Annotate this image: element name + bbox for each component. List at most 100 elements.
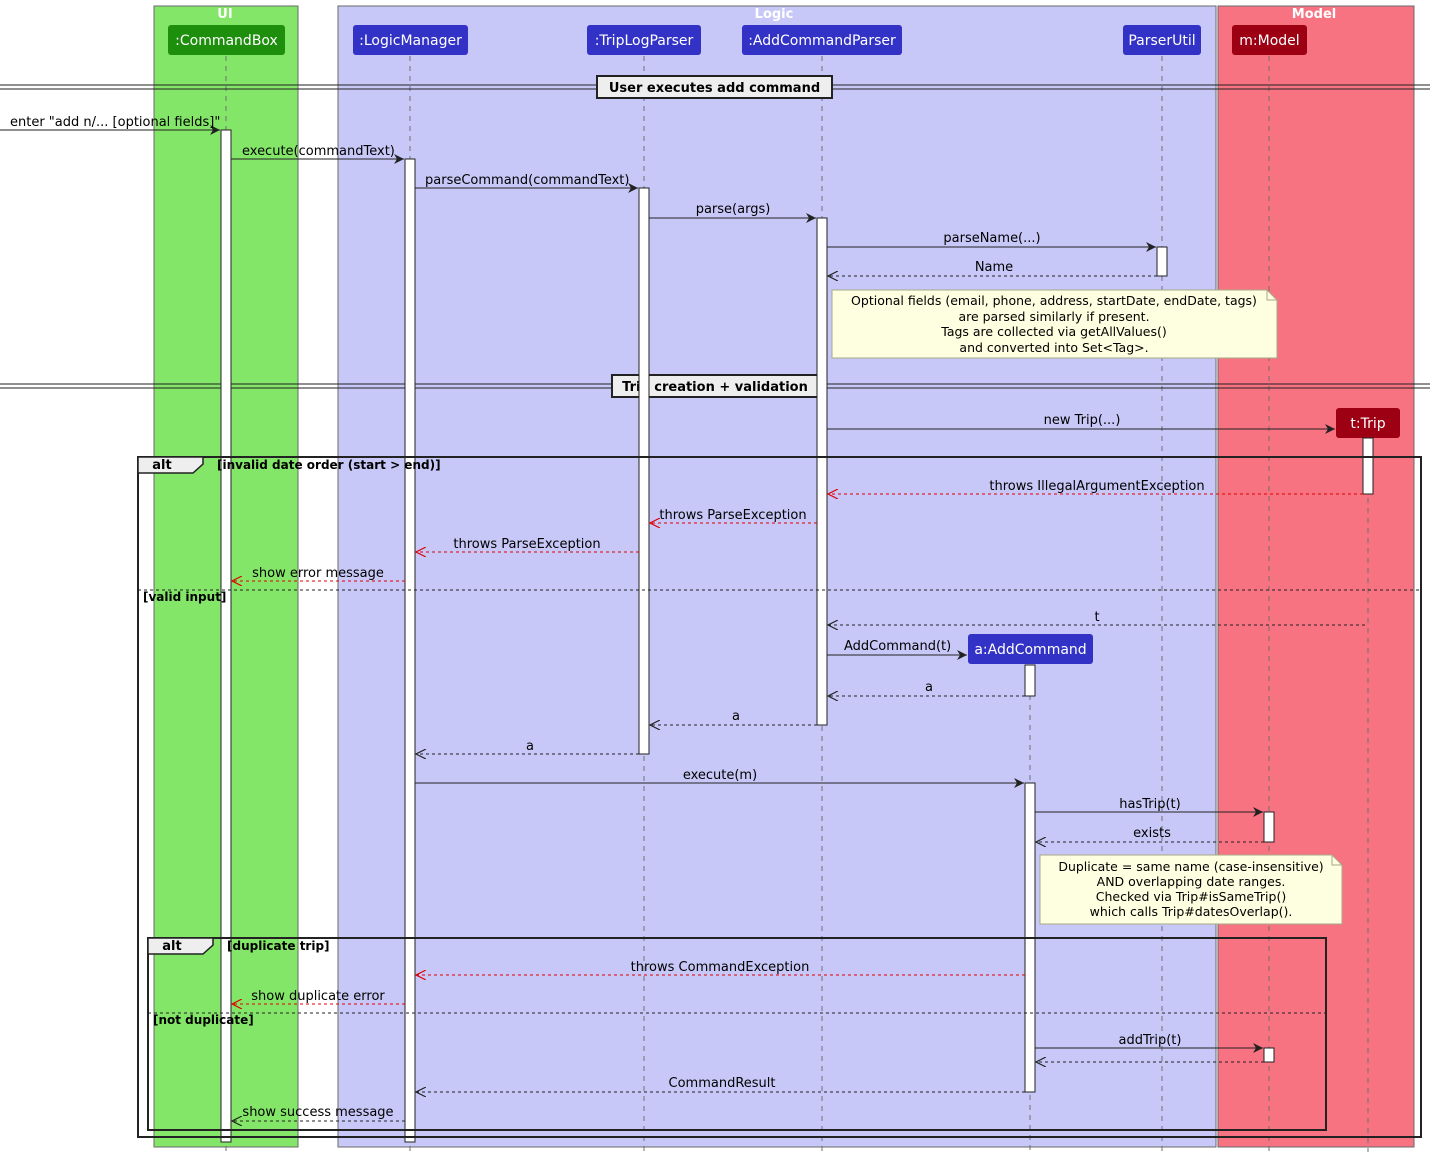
participant-addcommandparser-label: :AddCommandParser (748, 33, 896, 49)
participant-commandbox-label: :CommandBox (175, 33, 278, 49)
message-throws-command-exception-label: throws CommandException (631, 960, 810, 975)
message-addcommand-ctor: AddCommand(t) (827, 639, 967, 660)
participant-model-label: m:Model (1239, 33, 1299, 49)
message-execute-commandtext-label: execute(commandText) (242, 144, 395, 159)
message-parsecommand-label: parseCommand(commandText) (425, 173, 629, 188)
participant-parserutil: ParserUtil (1123, 25, 1201, 55)
message-t-return: t (828, 610, 1365, 625)
divider-trip-creation: Trip creation + validation (0, 374, 1430, 398)
fragment-alt-outer-guard-2: [valid input] (143, 590, 226, 604)
note-optional-fields: Optional fields (email, phone, address, … (831, 289, 1278, 359)
message-addtrip: addTrip(t) (1035, 1033, 1263, 1053)
note-optional-fields-line-4: and converted into Set<Tag>. (959, 340, 1148, 355)
note-optional-fields-line-1: Optional fields (email, phone, address, … (851, 293, 1257, 308)
message-enter-add: enter "add n/... [optional fields]" (0, 115, 220, 135)
activation-model-addtrip (1263, 1047, 1275, 1063)
activation-parserutil (1156, 246, 1168, 277)
participant-trip-label: t:Trip (1350, 416, 1385, 432)
activation-triplogparser (638, 187, 650, 755)
fragment-alt-inner-guard-2: [not duplicate] (153, 1013, 254, 1027)
message-commandresult-return: CommandResult (416, 1076, 1025, 1092)
message-a-return-2: a (650, 709, 817, 725)
activation-trip (1362, 437, 1374, 495)
participant-model: m:Model (1232, 25, 1307, 55)
message-show-error: show error message (232, 566, 405, 581)
note-duplicate-line-3: Checked via Trip#isSameTrip() (1096, 889, 1286, 904)
message-parse-args-label: parse(args) (696, 202, 771, 217)
participant-addcommandparser: :AddCommandParser (742, 25, 902, 55)
messages: enter "add n/... [optional fields]" exec… (0, 115, 1365, 1121)
message-t-return-label: t (1094, 610, 1099, 625)
activation-logicmanager (404, 158, 416, 1143)
message-hastrip-label: hasTrip(t) (1119, 797, 1180, 812)
message-commandresult-return-label: CommandResult (669, 1076, 776, 1091)
message-show-success: show success message (232, 1105, 405, 1121)
message-name-return: Name (828, 260, 1157, 276)
box-logic-title: Logic (755, 7, 794, 22)
message-show-success-label: show success message (242, 1105, 393, 1120)
divider-user-executes-label: User executes add command (609, 81, 820, 96)
message-throws-parse-1-label: throws ParseException (659, 508, 806, 523)
participant-triplogparser: :TripLogParser (587, 25, 701, 55)
message-a-return-3: a (416, 739, 639, 754)
fragment-alt-inner: alt [duplicate trip] [not duplicate] (147, 937, 1327, 1131)
divider-trip-creation-label: Trip creation + validation (622, 380, 808, 395)
activation-addcommandparser (816, 217, 828, 726)
note-duplicate-line-4: which calls Trip#datesOverlap(). (1090, 904, 1293, 919)
message-parsename-label: parseName(...) (943, 231, 1040, 246)
message-addcommand-ctor-label: AddCommand(t) (844, 639, 951, 654)
divider-user-executes: User executes add command (0, 75, 1430, 99)
message-show-error-label: show error message (252, 566, 384, 581)
note-duplicate-line-2: AND overlapping date ranges. (1097, 874, 1286, 889)
message-a-return-1: a (828, 680, 1025, 696)
fragment-alt-outer-keyword: alt (152, 458, 171, 473)
message-new-trip: new Trip(...) (827, 413, 1335, 434)
message-parse-args: parse(args) (649, 202, 816, 223)
message-throws-command-exception: throws CommandException (416, 960, 1025, 975)
box-model: Model (1217, 5, 1415, 1148)
participant-logicmanager-label: :LogicManager (359, 33, 462, 49)
message-execute-m-label: execute(m) (683, 768, 757, 783)
message-exists-return: exists (1036, 826, 1264, 842)
box-model-title: Model (1292, 7, 1336, 22)
participant-triplogparser-label: :TripLogParser (595, 33, 694, 49)
message-exists-return-label: exists (1133, 826, 1171, 841)
box-logic: Logic (337, 5, 1217, 1148)
message-throws-illegal-argument-label: throws IllegalArgumentException (989, 479, 1204, 494)
message-hastrip: hasTrip(t) (1035, 797, 1263, 817)
activation-commandbox (220, 129, 232, 1143)
message-show-duplicate-error-label: show duplicate error (251, 989, 385, 1004)
participant-logicmanager: :LogicManager (353, 25, 468, 55)
activation-model-hastrip (1263, 811, 1275, 843)
message-execute-m: execute(m) (415, 768, 1024, 788)
note-optional-fields-line-3: Tags are collected via getAllValues() (940, 324, 1166, 339)
message-name-return-label: Name (975, 260, 1013, 275)
participant-parserutil-label: ParserUtil (1128, 33, 1195, 49)
message-throws-illegal-argument: throws IllegalArgumentException (828, 479, 1363, 494)
message-new-trip-label: new Trip(...) (1044, 413, 1121, 428)
participant-addcommand-label: a:AddCommand (974, 642, 1086, 658)
participant-trip: t:Trip (1336, 408, 1400, 438)
fragment-alt-outer: alt [invalid date order (start > end)] [… (137, 456, 1422, 1138)
message-a-return-3-label: a (526, 739, 534, 754)
message-throws-parse-2: throws ParseException (416, 537, 639, 552)
note-optional-fields-line-2: are parsed similarly if present. (958, 309, 1149, 324)
message-throws-parse-1: throws ParseException (650, 508, 817, 523)
message-a-return-1-label: a (925, 680, 933, 695)
fragment-alt-outer-guard-1: [invalid date order (start > end)] (217, 458, 441, 472)
box-ui-title: UI (217, 7, 232, 22)
note-duplicate-line-1: Duplicate = same name (case-insensitive) (1058, 859, 1323, 874)
message-execute-commandtext: execute(commandText) (231, 144, 404, 164)
fragment-alt-inner-guard-1: [duplicate trip] (227, 939, 330, 953)
participant-addcommand: a:AddCommand (968, 634, 1093, 664)
message-addtrip-label: addTrip(t) (1119, 1033, 1182, 1048)
activation-addcommand-ctor (1024, 664, 1036, 697)
message-enter-add-label: enter "add n/... [optional fields]" (10, 115, 220, 130)
message-show-duplicate-error: show duplicate error (232, 989, 405, 1004)
message-parsecommand: parseCommand(commandText) (415, 173, 638, 193)
note-duplicate: Duplicate = same name (case-insensitive)… (1039, 854, 1343, 925)
participant-commandbox: :CommandBox (168, 25, 285, 55)
fragment-alt-inner-keyword: alt (162, 939, 181, 954)
message-throws-parse-2-label: throws ParseException (453, 537, 600, 552)
